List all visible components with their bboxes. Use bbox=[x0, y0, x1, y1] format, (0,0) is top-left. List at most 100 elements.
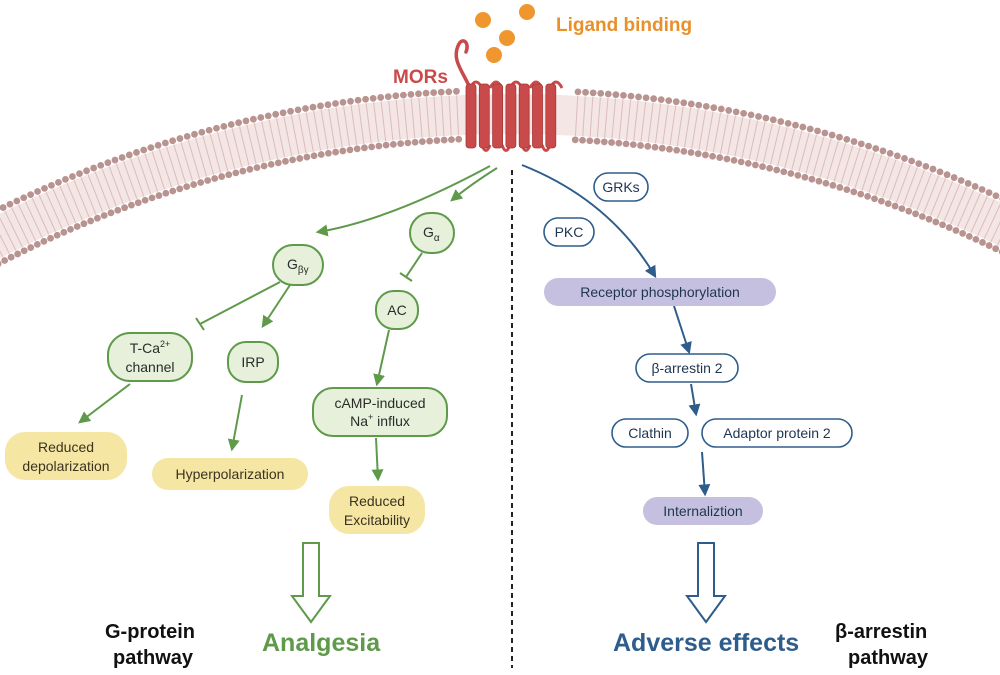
lipid-head bbox=[978, 186, 986, 193]
lipid-tail bbox=[380, 101, 387, 142]
lipid-head bbox=[925, 215, 933, 223]
lipid-head bbox=[354, 96, 362, 104]
lipid-head bbox=[310, 152, 318, 160]
lipid-head bbox=[597, 89, 605, 97]
lipid-tail bbox=[647, 102, 654, 143]
lipid-head bbox=[422, 89, 430, 97]
lipid-tail bbox=[195, 138, 208, 177]
lipid-tail bbox=[868, 154, 883, 193]
lipid-head bbox=[777, 118, 785, 125]
lipid-head bbox=[260, 162, 268, 170]
lipid-tail bbox=[388, 100, 394, 141]
lipid-head bbox=[871, 195, 878, 203]
lipid-head bbox=[0, 204, 7, 211]
lipid-head bbox=[806, 125, 814, 133]
lipid-head bbox=[104, 159, 112, 167]
lipid-head bbox=[253, 164, 261, 172]
lipid-head bbox=[650, 95, 658, 103]
lipid-head bbox=[204, 177, 212, 184]
svg-text:PKC: PKC bbox=[555, 224, 584, 240]
svg-text:cAMP-induced: cAMP-induced bbox=[334, 395, 425, 411]
lipid-tail bbox=[328, 108, 336, 149]
lipid-head bbox=[635, 93, 642, 101]
lipid-head bbox=[94, 214, 101, 222]
lipid-head bbox=[815, 177, 823, 185]
lipid-tail bbox=[224, 130, 236, 170]
lipid-head bbox=[134, 199, 142, 207]
analgesia-label: Analgesia bbox=[262, 629, 381, 657]
lipid-head bbox=[582, 88, 589, 96]
node-receptor-phosphorylation: Receptor phosphorylation bbox=[544, 278, 776, 306]
lipid-tail bbox=[31, 198, 50, 235]
lipid-tail bbox=[440, 96, 445, 137]
arrow-receptor-to-ga bbox=[450, 167, 498, 202]
lipid-tail bbox=[158, 148, 173, 188]
lipid-tail bbox=[662, 104, 669, 145]
lipid-tail bbox=[676, 106, 684, 147]
lipid-tail bbox=[990, 221, 1000, 243]
lipid-head bbox=[687, 149, 695, 156]
lipid-tail bbox=[94, 171, 110, 210]
svg-text:Na+ influx: Na+ influx bbox=[350, 412, 410, 429]
lipid-head bbox=[62, 176, 69, 183]
lipid-head bbox=[680, 147, 688, 155]
lipid-head bbox=[346, 146, 354, 154]
node-grks: GRKs bbox=[593, 172, 649, 202]
lipid-head bbox=[622, 140, 630, 148]
lipid-tail bbox=[73, 180, 90, 218]
lipid-tail bbox=[130, 158, 145, 197]
lipid-head bbox=[87, 217, 95, 225]
lipid-head bbox=[836, 133, 843, 141]
lipid-tail bbox=[231, 128, 243, 168]
lipid-tail bbox=[741, 118, 751, 159]
lipid-head bbox=[389, 140, 397, 148]
lipid-head bbox=[332, 100, 339, 107]
lipid-head bbox=[264, 112, 272, 120]
lipid-tail bbox=[209, 133, 222, 173]
lipid-head bbox=[317, 102, 324, 110]
lipid-head bbox=[644, 142, 652, 150]
lipid-head bbox=[666, 145, 673, 153]
lipid-head bbox=[433, 137, 441, 144]
lipid-tail bbox=[762, 123, 773, 163]
lipid-head bbox=[865, 142, 872, 150]
lipid-tail bbox=[770, 125, 781, 165]
lipid-head bbox=[732, 108, 740, 116]
lipid-head bbox=[936, 168, 944, 176]
lipid-head bbox=[702, 151, 709, 159]
lipid-head bbox=[864, 192, 872, 200]
lipid-tail bbox=[574, 95, 579, 136]
lipid-tail bbox=[108, 166, 124, 205]
node-internalization: Internaliztion bbox=[643, 497, 763, 525]
lipid-tail bbox=[456, 95, 460, 136]
lipid-tail bbox=[923, 175, 940, 213]
lipid-tail bbox=[246, 124, 257, 164]
lipid-head bbox=[642, 94, 650, 102]
node-ac: AC bbox=[375, 290, 419, 330]
lipid-head bbox=[40, 237, 48, 245]
svg-text:β-arrestin 2: β-arrestin 2 bbox=[651, 360, 722, 376]
lipid-head bbox=[792, 121, 799, 129]
lipid-head bbox=[651, 143, 659, 151]
lipid-tail bbox=[239, 126, 250, 166]
lipid-head bbox=[169, 187, 177, 195]
lipid-tail bbox=[625, 100, 632, 140]
transmembrane-helix bbox=[505, 83, 517, 149]
lipid-head bbox=[14, 250, 22, 258]
lipid-tail bbox=[755, 121, 766, 162]
lipid-head bbox=[759, 163, 766, 170]
lipid-tail bbox=[683, 107, 692, 148]
lipid-tail bbox=[582, 96, 586, 137]
lipid-tail bbox=[448, 95, 452, 136]
lipid-tail bbox=[840, 145, 854, 184]
lipid-head bbox=[604, 90, 612, 98]
lipid-head bbox=[375, 142, 383, 150]
lipid-tail bbox=[268, 119, 278, 160]
lipid-head bbox=[55, 178, 62, 186]
lipid-tail bbox=[909, 169, 925, 208]
lipid-tail bbox=[11, 207, 30, 245]
lipid-head bbox=[183, 183, 191, 191]
lipid-tail bbox=[640, 101, 647, 142]
lipid-tail bbox=[712, 112, 722, 153]
